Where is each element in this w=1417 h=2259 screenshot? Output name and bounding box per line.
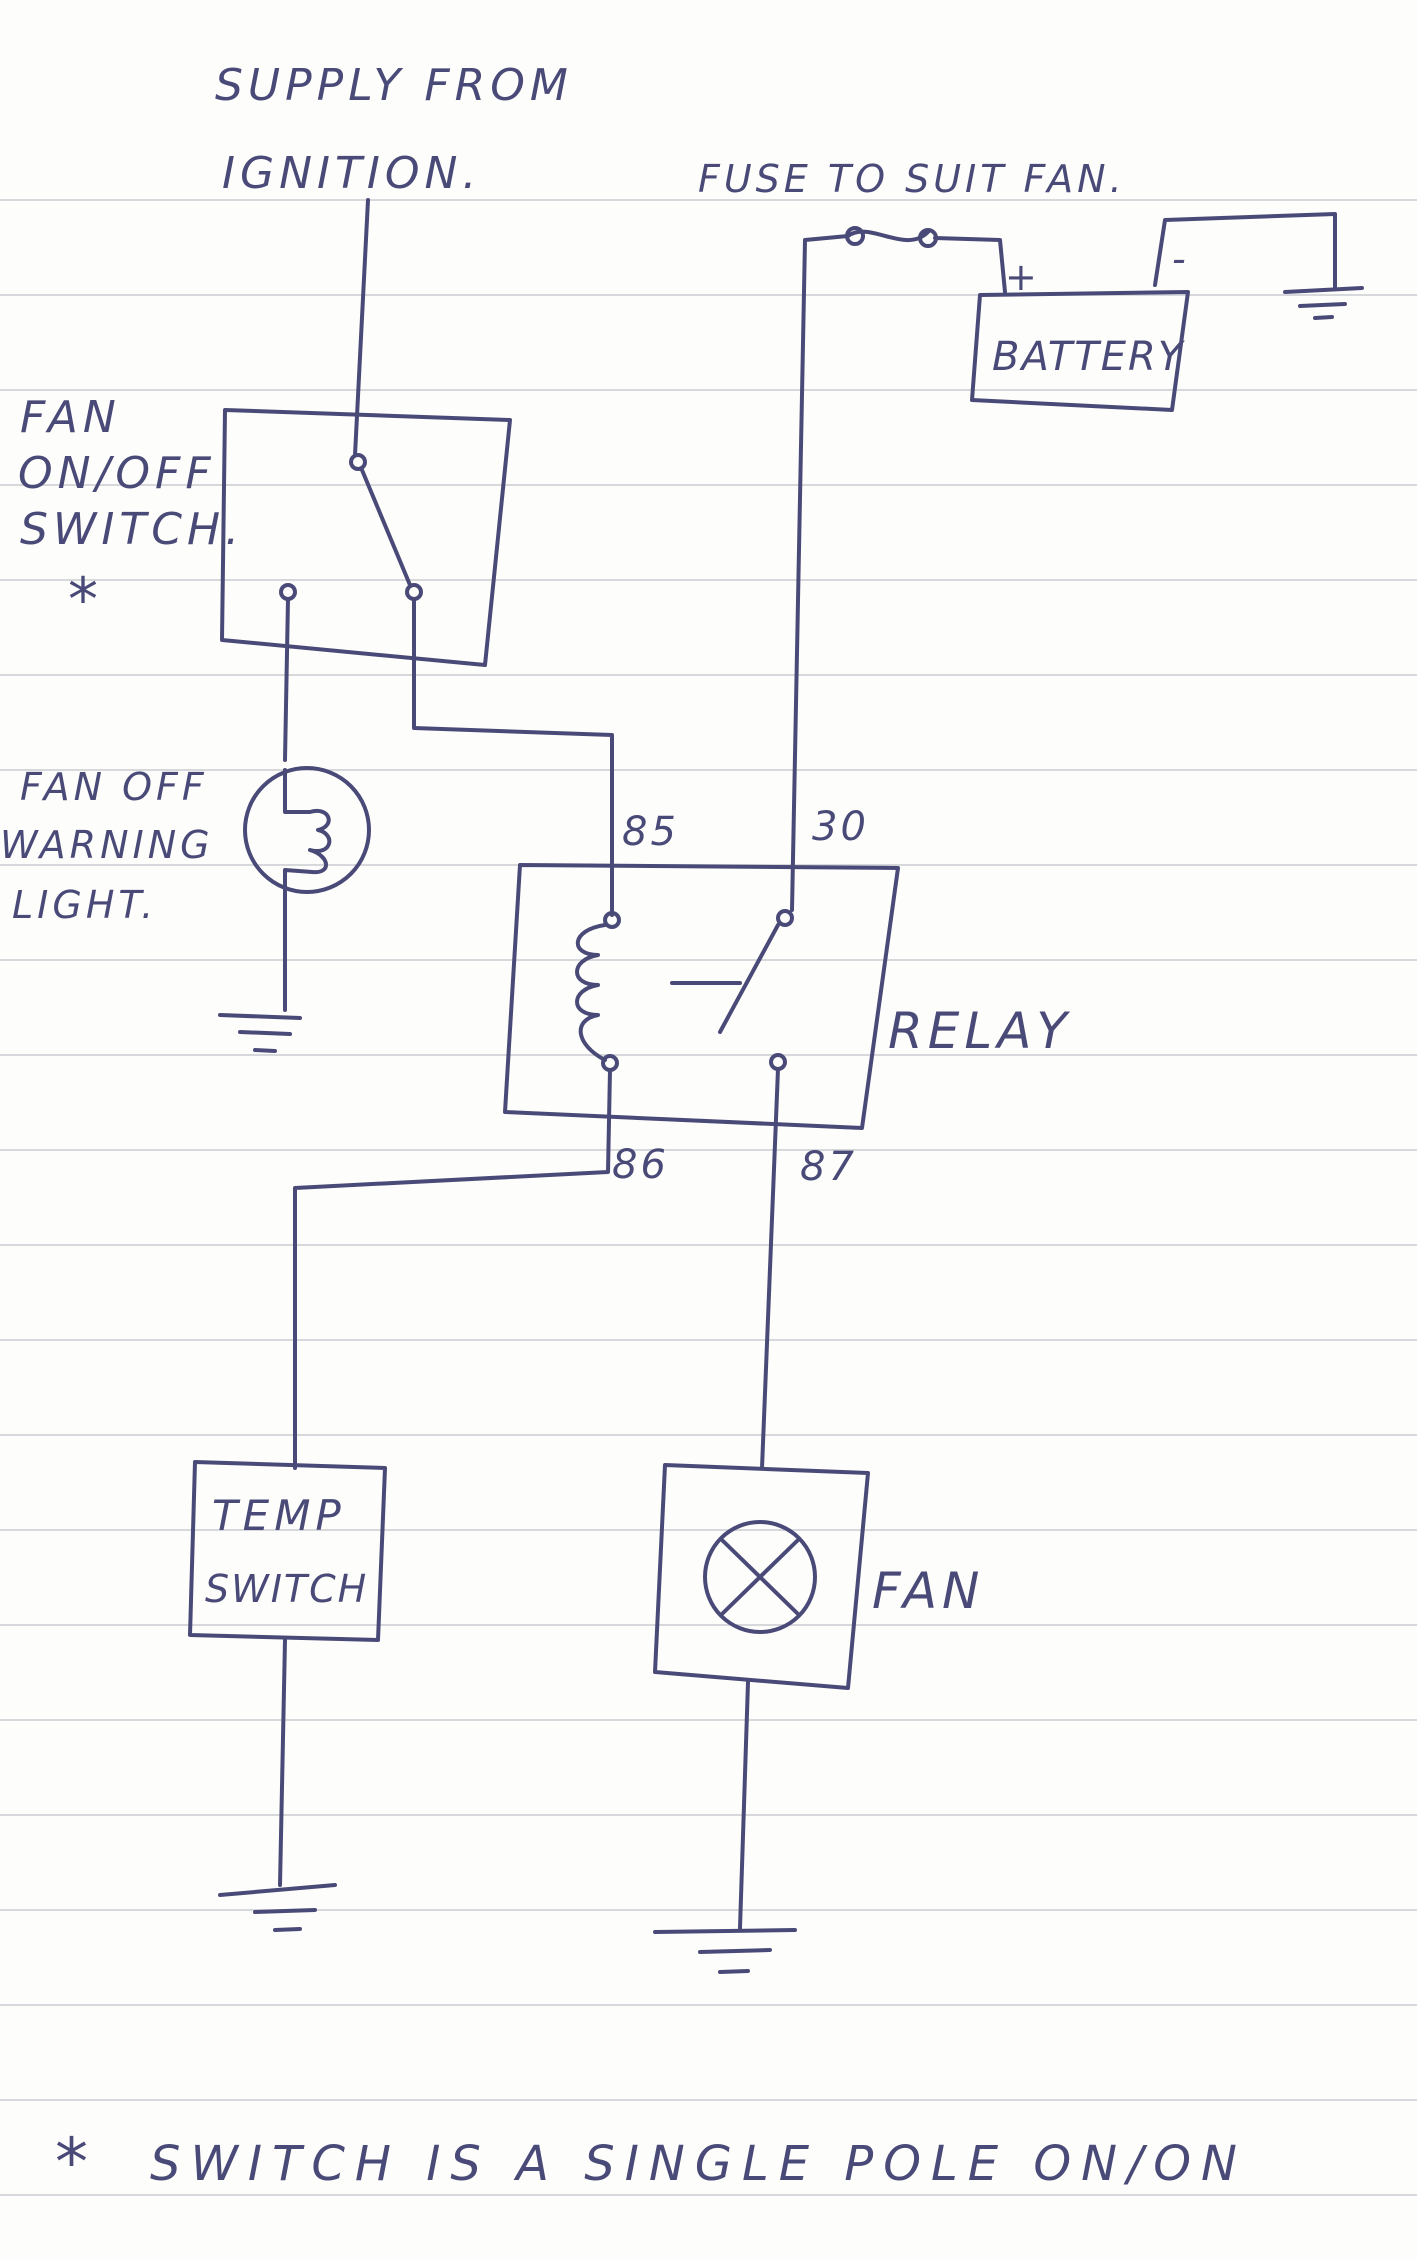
switch-common-terminal bbox=[349, 453, 367, 471]
warning-light-bulb bbox=[243, 766, 371, 894]
battery-plus-label: + bbox=[1005, 255, 1041, 299]
relay-coil bbox=[575, 923, 607, 1062]
switch-box bbox=[220, 408, 512, 667]
warning-light-ground-symbol bbox=[218, 1013, 302, 1053]
battery-label: BATTERY bbox=[992, 334, 1186, 380]
relay-pin-87-label: 87 bbox=[800, 1144, 857, 1190]
battery-negative-wire bbox=[1153, 212, 1337, 290]
fuse-symbol bbox=[845, 226, 938, 248]
footnote-text: SWITCH IS A SINGLE POLE ON/ON bbox=[150, 2136, 1247, 2192]
relay-pin-86-label: 86 bbox=[612, 1142, 669, 1188]
relay-pin-87-terminal bbox=[769, 1053, 787, 1071]
relay-pin-85-terminal bbox=[603, 911, 621, 929]
temp-switch-ground-wire bbox=[278, 1638, 287, 1887]
switch-label-line3: SWITCH. bbox=[20, 504, 244, 555]
warning-label-line2: WARNING bbox=[0, 823, 214, 867]
warning-light-filament bbox=[283, 768, 332, 1012]
battery-box bbox=[970, 290, 1190, 412]
battery-to-fuse-wire bbox=[933, 236, 1007, 294]
warning-light bbox=[243, 766, 371, 1012]
relay-pin-30-terminal bbox=[776, 909, 794, 927]
fan-ground-wire bbox=[738, 1680, 750, 1930]
relay-pin-86-terminal bbox=[601, 1054, 619, 1072]
switch-asterisk: * bbox=[68, 565, 103, 635]
temp-switch-ground-symbol bbox=[218, 1883, 337, 1932]
ignition-supply-wire bbox=[353, 198, 370, 457]
temp-switch-label-line1: TEMP bbox=[212, 1491, 346, 1540]
fan-on-off-switch bbox=[220, 408, 512, 667]
temp-switch-box bbox=[188, 1460, 387, 1642]
battery: BATTERY + - bbox=[970, 212, 1337, 412]
fan-box bbox=[653, 1463, 870, 1690]
fan bbox=[653, 1463, 870, 1690]
switch-terminal-right bbox=[405, 583, 423, 601]
fan-label: FAN bbox=[872, 1562, 984, 1620]
fan-motor-cross bbox=[720, 1538, 800, 1616]
temp-switch-label-line2: SWITCH bbox=[205, 1567, 368, 1611]
relay-label: RELAY bbox=[888, 1002, 1072, 1060]
supply-label-line2: IGNITION. bbox=[222, 148, 481, 199]
switch-label-line1: FAN bbox=[20, 392, 121, 443]
switch-to-warning-light-wire bbox=[283, 597, 290, 762]
warning-label-line3: LIGHT. bbox=[12, 883, 157, 927]
supply-label-line1: SUPPLY FROM bbox=[215, 60, 573, 111]
fan-motor-circle bbox=[703, 1520, 817, 1634]
relay-86-to-temp-switch-wire bbox=[293, 1068, 612, 1470]
ruled-lines bbox=[0, 199, 1417, 2196]
fuse-label: FUSE TO SUIT FAN. bbox=[698, 157, 1126, 201]
fan-ground-symbol bbox=[653, 1928, 797, 1974]
relay-pin-30-label: 30 bbox=[812, 804, 869, 850]
relay bbox=[503, 863, 900, 1130]
switch-lever bbox=[360, 468, 412, 587]
relay-pin-85-label: 85 bbox=[622, 809, 679, 855]
battery-minus-label: - bbox=[1172, 237, 1190, 281]
switch-terminal-left bbox=[279, 583, 297, 601]
battery-ground-symbol bbox=[1283, 286, 1364, 320]
relay-87-to-fan-wire bbox=[760, 1067, 780, 1470]
warning-label-line1: FAN OFF bbox=[20, 765, 208, 809]
switch-to-relay-85-wire bbox=[412, 597, 614, 917]
relay-box bbox=[503, 863, 900, 1130]
fuse-to-relay-30-wire bbox=[790, 234, 850, 912]
relay-contact-arm bbox=[718, 923, 780, 1034]
footnote-asterisk: * bbox=[55, 2124, 93, 2201]
switch-label-line2: ON/OFF bbox=[18, 448, 216, 499]
temp-switch: TEMP SWITCH bbox=[188, 1460, 387, 1642]
